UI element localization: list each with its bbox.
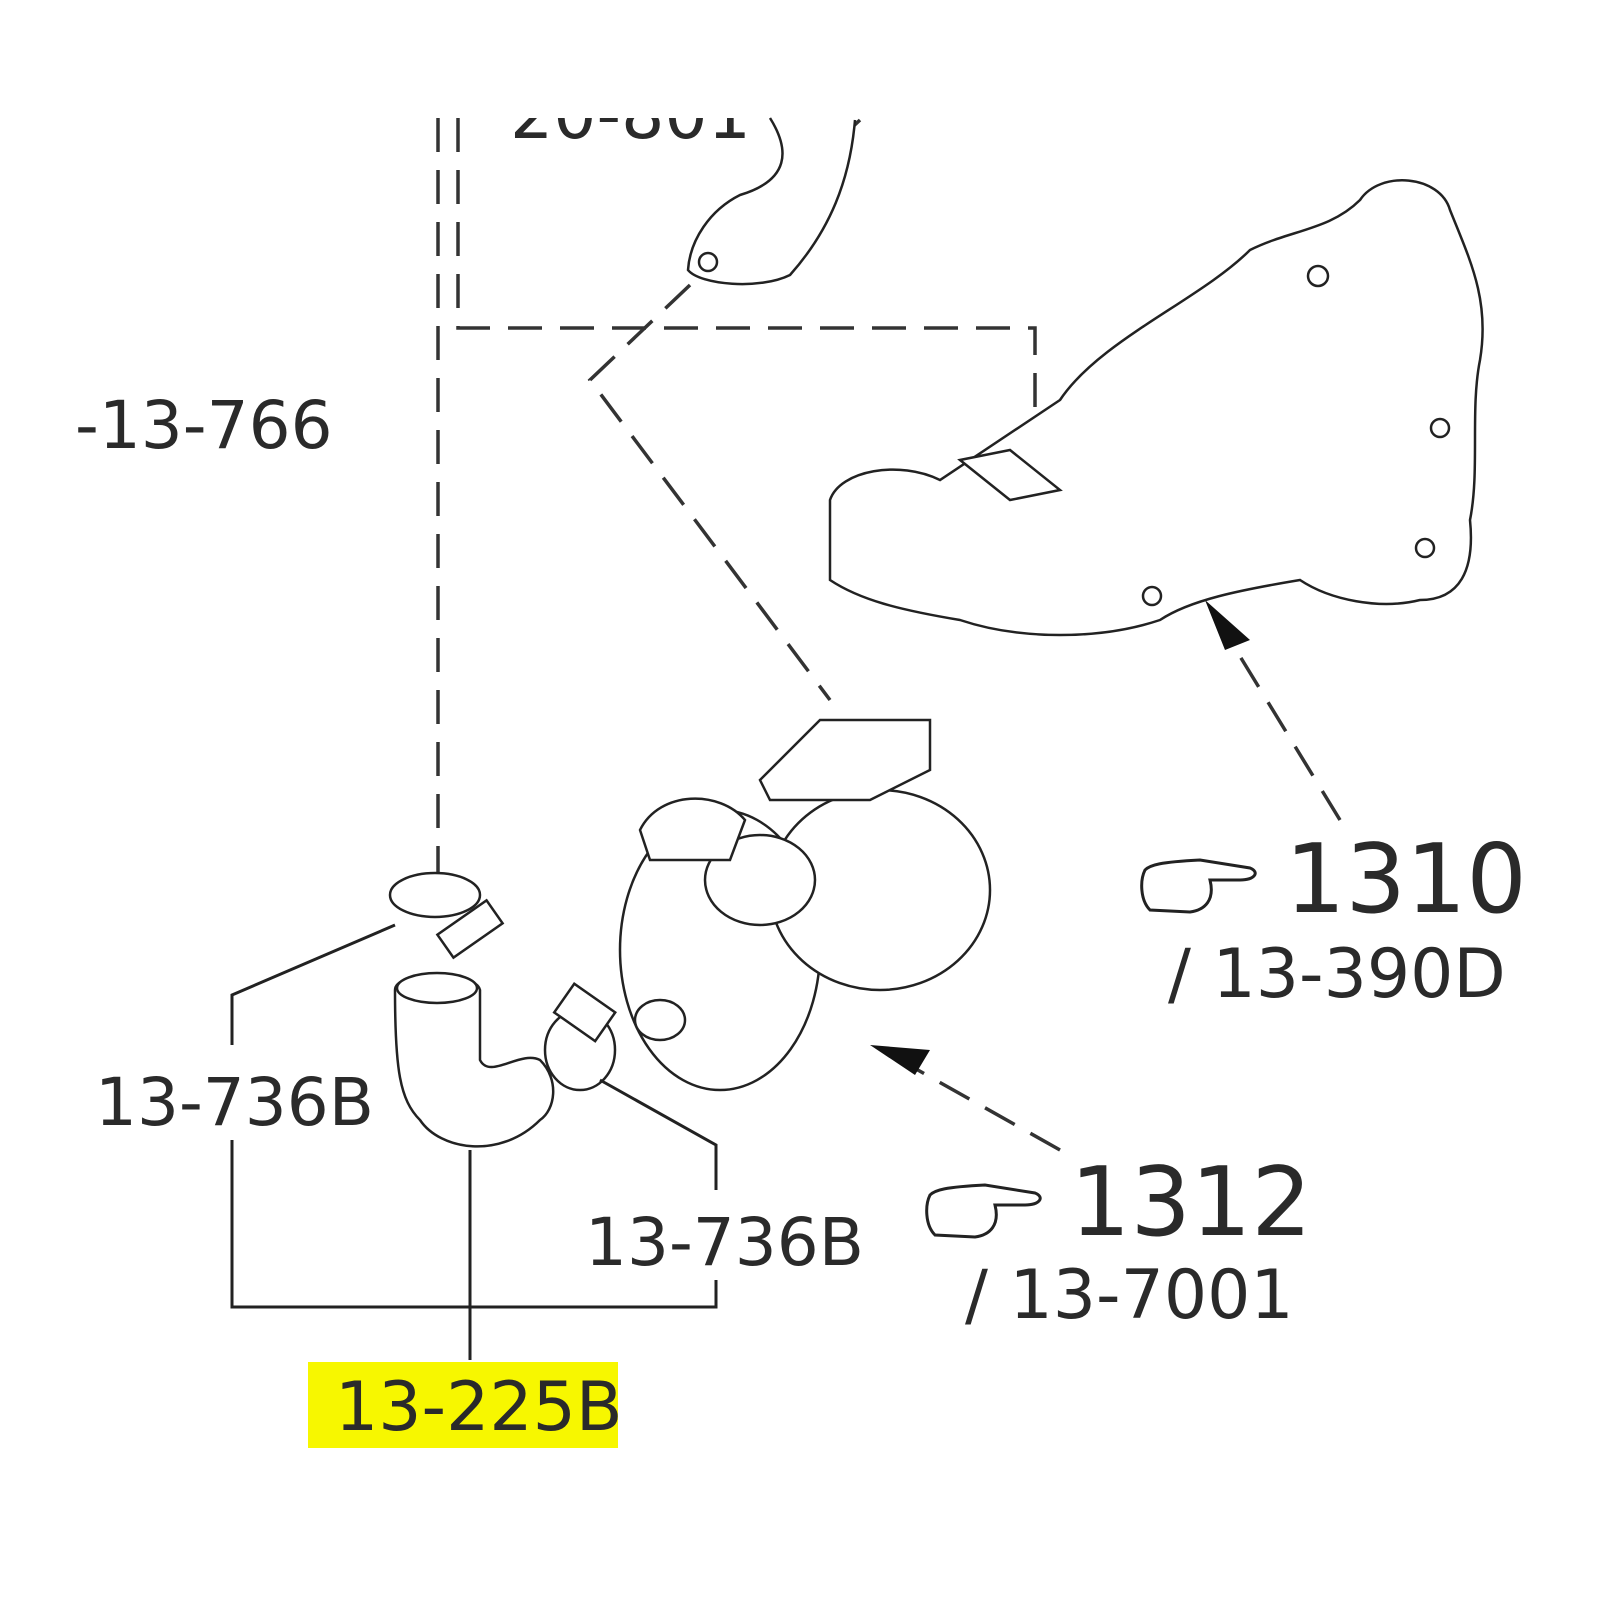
hose-and-clamps <box>388 871 617 1148</box>
label-turbo-number[interactable]: 1312 <box>1070 1148 1312 1258</box>
arrowhead-manifold <box>1205 600 1250 650</box>
label-left-ref[interactable]: -13-766 <box>75 387 333 464</box>
exhaust-manifold <box>828 179 1484 637</box>
exhaust-elbow <box>686 117 857 286</box>
turbocharger <box>618 718 992 1092</box>
clamp-leader-lines <box>230 923 718 1360</box>
label-clamp-upper[interactable]: 13-736B <box>95 1064 374 1141</box>
label-manifold-number[interactable]: 1310 <box>1285 825 1527 935</box>
arrowhead-turbo <box>870 1045 930 1075</box>
label-top-clipped: 20-801 <box>510 76 751 155</box>
label-manifold-ref[interactable]: / 13-390D <box>1168 935 1506 1014</box>
pointing-hand-icon <box>1140 858 1257 914</box>
part-highlight <box>308 1362 618 1448</box>
label-turbo-ref[interactable]: / 13-7001 <box>965 1256 1294 1335</box>
label-clamp-lower[interactable]: 13-736B <box>585 1204 864 1281</box>
label-hose-part[interactable]: 13-225B <box>335 1368 623 1447</box>
pointing-hand-icon <box>925 1183 1042 1239</box>
